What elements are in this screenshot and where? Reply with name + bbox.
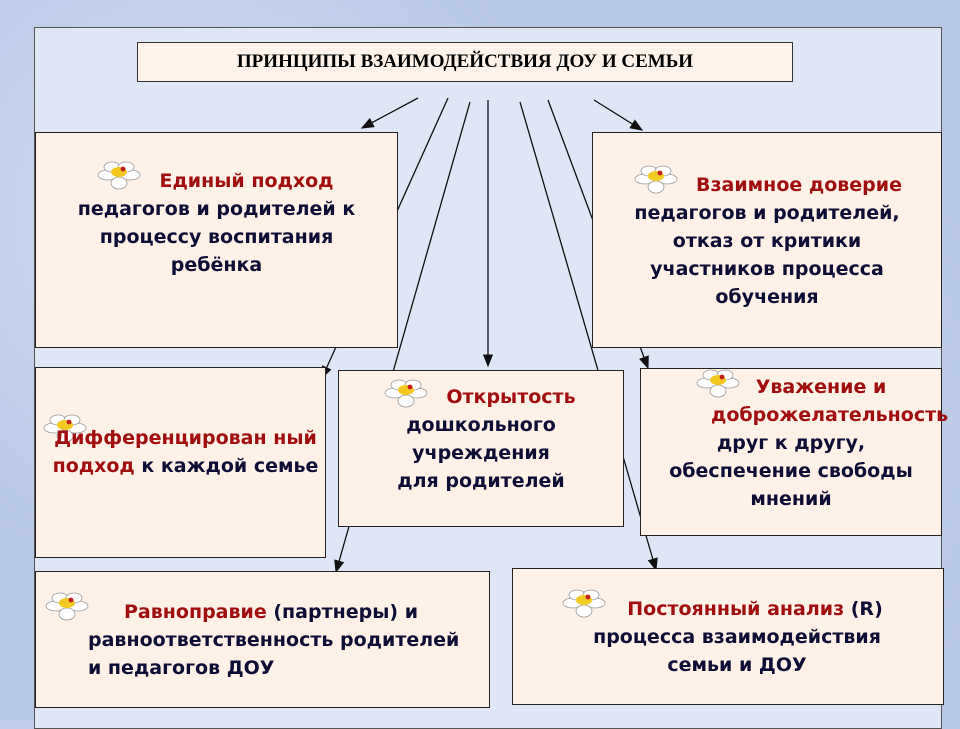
daisy-icon [384, 379, 428, 408]
diagram-title: ПРИНЦИПЫ ВЗАИМОДЕЙСТВИЯ ДОУ И СЕМЬИ [137, 42, 793, 82]
principle-title: Единый подход [159, 170, 334, 192]
principle-title: Уважение и доброжелательность [711, 376, 949, 426]
principle-text: (R) процесса взаимодействия семьи и ДОУ [593, 598, 883, 676]
principle-text: педагогов и родителей к процессу воспита… [77, 198, 356, 276]
daisy-icon [696, 369, 740, 398]
principle-box-constant-analysis: Постоянный анализ (R) процесса взаимодей… [512, 568, 944, 705]
principle-box-openness: Открытость дошкольного учреждения для ро… [338, 370, 624, 527]
daisy-icon [562, 589, 606, 618]
principle-title: Дифференцирован ный подход [52, 427, 317, 477]
principle-box-respect: Уважение и доброжелательность друг к дру… [640, 368, 949, 536]
daisy-icon [45, 592, 89, 621]
principle-text: друг к другу, обеспечение свободы мнений [669, 432, 913, 510]
principle-box-differentiated-approach: Дифференцирован ный подход к каждой семь… [35, 367, 326, 558]
daisy-icon [43, 414, 87, 443]
principle-box-mutual-trust: Взаимное доверие педагогов и родителей, … [592, 132, 942, 348]
principle-box-equality: Равноправие (партнеры) и равноответствен… [35, 571, 490, 708]
principle-title: Открытость [446, 386, 576, 408]
principle-text: педагогов и родителей, отказ от критики … [634, 202, 900, 308]
principle-text: дошкольного учреждения для родителей [397, 414, 565, 492]
principle-box-unified-approach: Единый подход педагогов и родителей к пр… [35, 132, 398, 348]
daisy-icon [634, 165, 678, 194]
principle-title: Взаимное доверие [696, 174, 902, 196]
principle-title: Равноправие [124, 601, 267, 623]
principle-text: к каждой семье [141, 455, 319, 477]
principle-text: (партнеры) и равноответственность родите… [88, 601, 460, 679]
principle-title: Постоянный анализ [627, 598, 845, 620]
daisy-icon [97, 161, 141, 190]
